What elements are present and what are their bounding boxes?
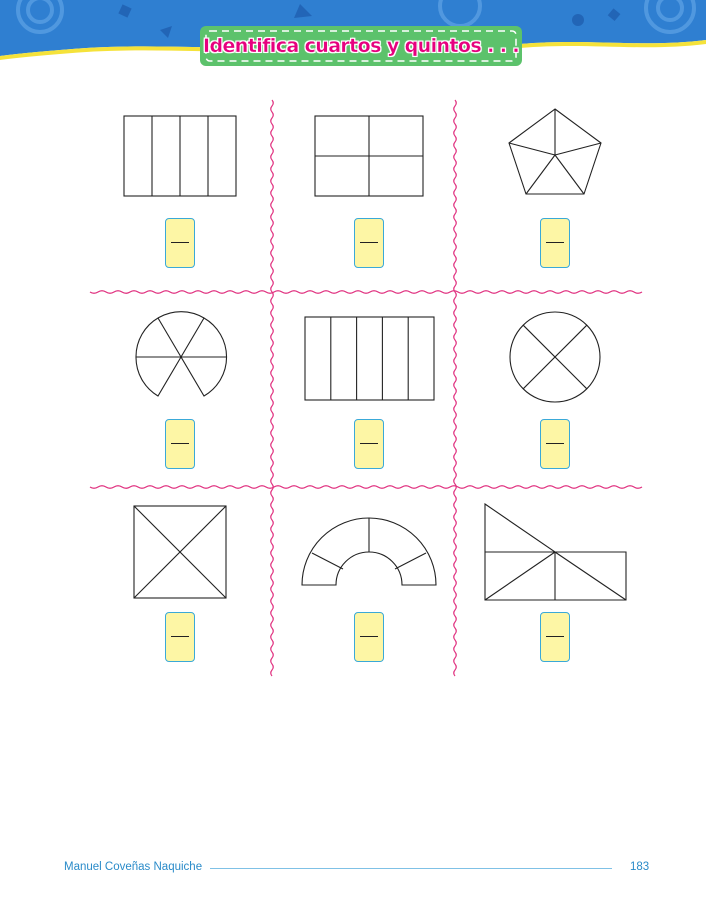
fraction-line (171, 636, 189, 638)
answer-box-8[interactable] (354, 612, 384, 662)
title-badge (200, 26, 522, 66)
figure-square-diagonals (133, 505, 227, 599)
fraction-line (171, 443, 189, 445)
figure-rectangle-fourths (123, 115, 237, 197)
divider-vertical-right (453, 99, 457, 677)
divider-horizontal-bottom (89, 485, 643, 489)
answer-box-6[interactable] (540, 419, 570, 469)
footer-author: Manuel Coveñas Naquiche (64, 861, 203, 873)
fraction-line (546, 242, 564, 244)
page-number: 183 (630, 861, 650, 873)
answer-box-4[interactable] (165, 419, 195, 469)
answer-box-7[interactable] (165, 612, 195, 662)
page-title: Identifica cuartos y quintos . . . (203, 35, 520, 57)
fraction-line (171, 242, 189, 244)
answer-box-3[interactable] (540, 218, 570, 268)
dividers (89, 99, 643, 677)
divider-vertical-left (270, 99, 274, 677)
fraction-line (546, 636, 564, 638)
figure-triangle-rectangle (484, 502, 627, 601)
figure-circle-quarters (509, 311, 601, 403)
fraction-line (546, 443, 564, 445)
divider-horizontal-top (89, 290, 643, 294)
figure-pentagon (508, 108, 602, 195)
figure-circle-missing-sector (135, 311, 228, 397)
answer-box-1[interactable] (165, 218, 195, 268)
figure-rectangle-fifths (304, 316, 435, 401)
answer-box-2[interactable] (354, 218, 384, 268)
answer-box-5[interactable] (354, 419, 384, 469)
answer-box-9[interactable] (540, 612, 570, 662)
figure-rectangle-grid (314, 115, 424, 197)
footer-rule (210, 868, 612, 869)
fraction-line (360, 636, 378, 638)
fraction-line (360, 242, 378, 244)
fraction-line (360, 443, 378, 445)
figure-half-ring (301, 517, 437, 586)
